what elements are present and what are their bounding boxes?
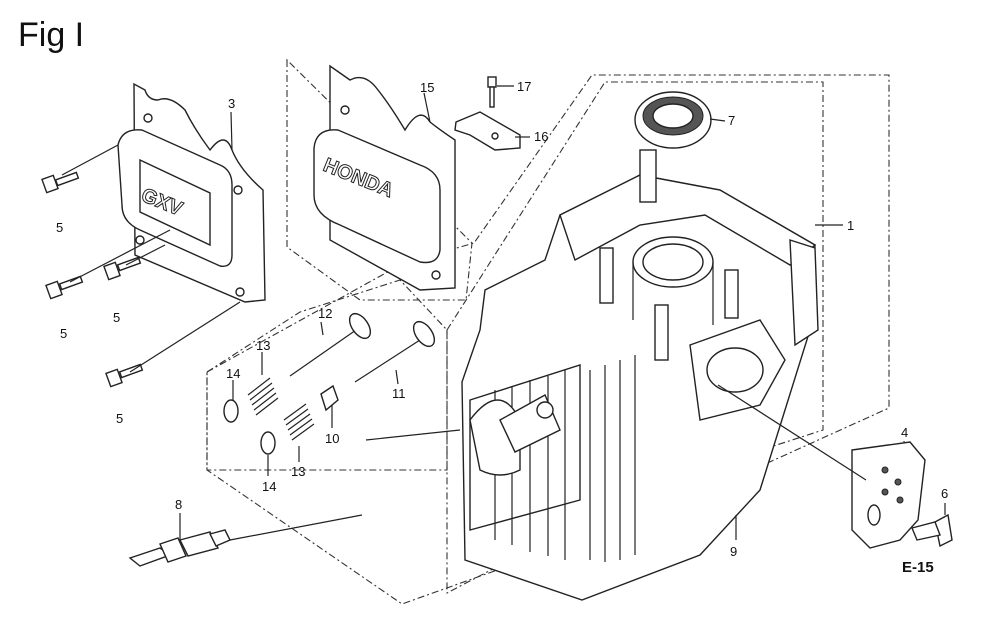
bolt-5b[interactable] — [45, 275, 84, 300]
callout-7: 7 — [728, 113, 735, 128]
callout-4: 4 — [901, 425, 908, 440]
spring-retainer-14b[interactable] — [260, 431, 276, 455]
head-cover-honda[interactable]: HONDA — [313, 64, 456, 291]
callout-3: 3 — [228, 96, 235, 111]
callout-5b: 5 — [60, 326, 67, 341]
intake-valve-12[interactable] — [289, 310, 375, 377]
callout-5a: 5 — [56, 220, 63, 235]
page-reference: E-15 — [902, 559, 934, 576]
callout-9: 9 — [730, 544, 737, 559]
callout-6: 6 — [941, 486, 948, 501]
assembly-boundary-1 — [446, 81, 824, 594]
callout-12: 12 — [318, 306, 332, 321]
spring-retainer-14a[interactable] — [223, 399, 239, 423]
callout-1: 1 — [847, 218, 854, 233]
callout-5d: 5 — [116, 411, 123, 426]
plate-16[interactable] — [454, 111, 521, 151]
callout-13b: 13 — [291, 464, 305, 479]
callouts: 3 5 5 5 5 15 17 16 7 1 4 6 9 12 13 14 11… — [56, 79, 948, 576]
callout-15: 15 — [420, 80, 434, 95]
valve-spring-13a[interactable] — [247, 377, 279, 416]
bolt-6[interactable] — [911, 513, 953, 548]
callout-10: 10 — [325, 431, 339, 446]
cylinder-block[interactable] — [461, 149, 819, 601]
valve-stem-seal-10[interactable] — [320, 384, 339, 412]
bolt-5a[interactable] — [41, 171, 80, 194]
spark-plug-8[interactable] — [128, 529, 231, 567]
callout-8: 8 — [175, 497, 182, 512]
callout-14b: 14 — [262, 479, 276, 494]
callout-11: 11 — [392, 386, 406, 401]
callout-5c: 5 — [113, 310, 120, 325]
callout-14a: 14 — [226, 366, 240, 381]
oil-seal-7[interactable] — [634, 91, 712, 149]
callout-13a: 13 — [256, 338, 270, 353]
gasket-4[interactable] — [851, 441, 926, 549]
valve-boundary — [206, 279, 448, 471]
exhaust-valve-11[interactable] — [354, 318, 439, 383]
valve-spring-13b[interactable] — [283, 403, 315, 441]
figure-title: Fig I — [18, 16, 85, 54]
callout-17: 17 — [517, 79, 531, 94]
bolt-17[interactable] — [487, 76, 497, 108]
head-cover-gxv[interactable]: GXV — [117, 82, 266, 303]
callout-16: 16 — [534, 129, 548, 144]
leader-lines — [61, 85, 946, 541]
